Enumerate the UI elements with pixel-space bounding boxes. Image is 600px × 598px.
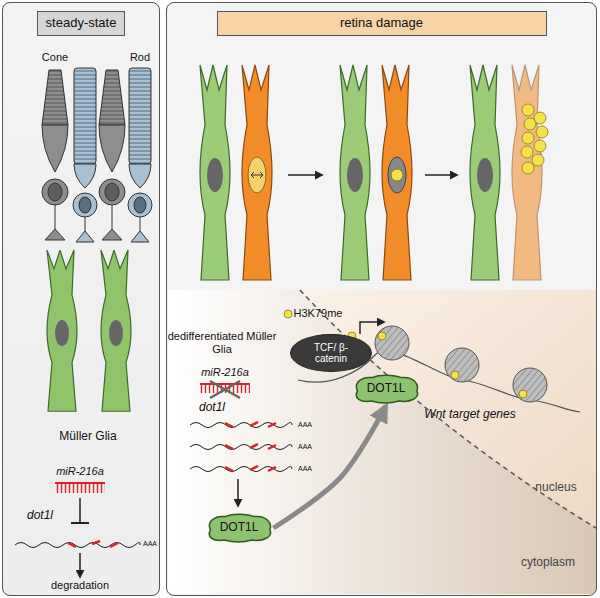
text-label: AAA bbox=[298, 421, 312, 429]
text-label: Cone bbox=[42, 51, 68, 64]
text-label: AAA bbox=[298, 443, 312, 451]
transport-arrow bbox=[274, 406, 387, 528]
dot1l-protein: DOT1L bbox=[352, 374, 421, 404]
text-label: Rod bbox=[130, 51, 150, 64]
text-label: degradation bbox=[51, 579, 109, 592]
panel: steady-state bbox=[2, 2, 160, 596]
text-label: nucleus bbox=[535, 481, 576, 495]
text-label: AAA bbox=[143, 540, 157, 548]
text-label: miR-216a bbox=[56, 465, 104, 478]
node-label: TCF/ β-catenin bbox=[304, 342, 358, 365]
node-label: DOT1L bbox=[220, 521, 259, 535]
tcf-complex: TCF/ β-catenin bbox=[290, 334, 372, 372]
blob-shape bbox=[209, 514, 270, 542]
text-label: dot1l bbox=[27, 509, 53, 523]
text-label: cytoplasm bbox=[521, 556, 575, 570]
panel-heading: retina damage bbox=[217, 11, 547, 36]
text-label: AAA bbox=[298, 465, 312, 473]
text-label: Wnt target genes bbox=[424, 408, 515, 422]
panel-heading: steady-state bbox=[37, 11, 126, 36]
node-label: DOT1L bbox=[367, 382, 406, 396]
panel: TCF/ β-cateninDOT1L DOT1L retina damage bbox=[166, 2, 597, 596]
dot1l-protein: DOT1L bbox=[205, 513, 274, 543]
blob-shape bbox=[356, 375, 417, 403]
text-label: H3K79me bbox=[294, 307, 343, 320]
text-label: dedifferentiated Müller Glia bbox=[167, 330, 277, 355]
text-label: miR-216a bbox=[201, 366, 249, 379]
text-label: Müller Glia bbox=[59, 430, 116, 444]
text-label: dot1l bbox=[199, 401, 225, 415]
